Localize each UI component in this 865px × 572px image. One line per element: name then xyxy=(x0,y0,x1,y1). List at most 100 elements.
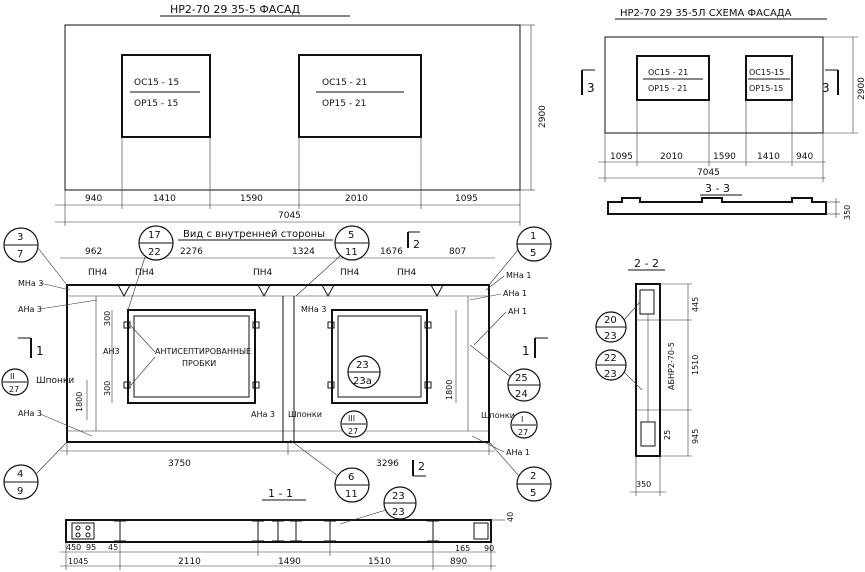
interior-cut-marker-bottom: 2 xyxy=(418,460,425,473)
facade-dim-2: 1410 xyxy=(153,194,176,204)
interior-top-dim-4: 1676 xyxy=(380,247,403,257)
scheme-dim-3: 1590 xyxy=(713,152,736,162)
facade-dim-5: 1095 xyxy=(455,194,478,204)
interior-right-dim: 1800 xyxy=(445,380,454,400)
facade-height-dim: 2900 xyxy=(538,105,548,128)
facade-window-right-line2: ОР15 - 21 xyxy=(322,99,366,109)
interior-window-right xyxy=(331,309,428,404)
interior-top-dim-3: 1324 xyxy=(292,247,315,257)
callout-5-11-bottom: 11 xyxy=(345,247,358,258)
section11-dim-1: 2110 xyxy=(178,557,201,567)
interior-label-ana1-bottom: АНа 1 xyxy=(506,448,530,457)
callout-3-7-top: 3 xyxy=(17,232,23,243)
section11-dim-3: 1510 xyxy=(368,557,391,567)
interior-label-an1: АН 1 xyxy=(508,307,527,316)
scheme-marker-right: 3 xyxy=(822,81,830,95)
interior-pn-5: ПН4 xyxy=(397,268,417,278)
callout-1-5-bottom: 5 xyxy=(530,248,536,259)
callout-3-7: 3 7 xyxy=(3,227,68,286)
section11-right-dim-1: 165 xyxy=(455,544,470,553)
roman-mid-den: 27 xyxy=(348,427,358,436)
callout-22-23: 22 23 xyxy=(595,349,643,391)
section22-label: АБНР2-70-5 xyxy=(667,342,676,390)
callout-4-9-top: 4 xyxy=(17,469,23,480)
callout-20-23-top: 20 xyxy=(604,315,617,326)
scheme-view: НР2-70 29 35-5Л СХЕМА ФАСАДА ОС15 - 21 О… xyxy=(581,8,865,182)
callout-25-24-top: 25 xyxy=(515,373,528,384)
scheme-window-right-line1: ОС15-15 xyxy=(749,68,784,77)
section11-right-dim-2: 90 xyxy=(484,544,494,553)
section22-profile xyxy=(635,283,661,457)
roman-callout-left: II 27 xyxy=(1,368,29,396)
scheme-height-dim: 2900 xyxy=(857,77,865,100)
interior-label-mna3-left: МНа 3 xyxy=(18,279,43,288)
interior-label-mna3-mid: МНа 3 xyxy=(301,305,326,314)
callout-3-7-bottom: 7 xyxy=(17,249,23,260)
interior-pn-3: ПН4 xyxy=(253,268,273,278)
callout-17-22-bottom: 22 xyxy=(148,247,161,258)
interior-left-dim-1: 300 xyxy=(103,311,112,326)
interior-cut-marker-top: 2 xyxy=(413,238,420,251)
scheme-dim-5: 940 xyxy=(796,152,813,162)
section11-dim-40: 40 xyxy=(506,512,515,522)
scheme-window-right-line2: ОР15-15 xyxy=(749,84,783,93)
section11-left-dim-3: 45 xyxy=(108,543,118,552)
section22-bottom-dim: 350 xyxy=(636,480,651,489)
callout-22-23-bottom: 23 xyxy=(604,369,617,380)
callout-6-11-bottom: 11 xyxy=(345,489,358,500)
callout-section11-23-23: 23 23 xyxy=(339,486,417,525)
callout-17-22-top: 17 xyxy=(148,230,161,241)
interior-label-ana3-left-bottom: АНа 3 xyxy=(18,409,42,418)
scheme-dim-4: 1410 xyxy=(757,152,780,162)
callout-2-5-top: 2 xyxy=(530,471,536,482)
roman-callout-right: I 27 xyxy=(510,411,538,439)
interior-bottom-dim-2: 3296 xyxy=(376,459,399,469)
section22-title: 2 - 2 xyxy=(634,257,659,270)
interior-cut-marker-left: 1 xyxy=(36,344,44,358)
scheme-dim-1: 1095 xyxy=(610,152,633,162)
callout-6-11: 6 11 xyxy=(289,439,370,503)
interior-top-dim-5: 807 xyxy=(449,247,466,257)
callout-25-24-bottom: 24 xyxy=(515,389,528,400)
section11-left-dim-2: 95 xyxy=(86,543,96,552)
section22-dim-2: 1510 xyxy=(691,355,700,375)
callout-1-5-top: 1 xyxy=(530,231,536,242)
callout-4-9: 4 9 xyxy=(3,441,68,500)
interior-pn-4: ПН4 xyxy=(340,268,360,278)
section11-callout-bottom: 23 xyxy=(392,507,405,518)
section33-title: 3 - 3 xyxy=(705,182,730,195)
roman-callout-mid: III 27 xyxy=(340,410,368,438)
interior-label-an3: АН3 xyxy=(103,347,120,356)
scheme-dim-2: 2010 xyxy=(660,152,683,162)
interior-left-dim-2: 1800 xyxy=(75,392,84,412)
section33-dim: 350 xyxy=(843,205,852,220)
interior-pn-1: ПН4 xyxy=(88,268,108,278)
interior-view: Вид с внутренней стороны 2 2 962 2276 13… xyxy=(1,225,552,503)
callout-17-22: 17 22 xyxy=(127,225,174,311)
section11-dim-2: 1490 xyxy=(278,557,301,567)
interior-label-shponki-right: Шпонки xyxy=(481,411,515,420)
interior-label-ana3-mid: АНа 3 xyxy=(251,410,275,419)
scheme-window-right xyxy=(745,55,793,101)
facade-dim-1: 940 xyxy=(85,194,102,204)
section11-profile xyxy=(65,519,492,543)
section-1-1: 1 - 1 23 23 40 450 95 45 xyxy=(60,486,515,570)
section11-title: 1 - 1 xyxy=(268,487,293,500)
interior-title: Вид с внутренней стороны xyxy=(183,229,325,240)
section22-dim-3: 945 xyxy=(691,429,700,444)
roman-right-num: I xyxy=(521,415,523,424)
interior-pn-2: ПН4 xyxy=(135,268,155,278)
scheme-total-dim: 7045 xyxy=(697,168,720,178)
section22-dim-1: 445 xyxy=(691,297,700,312)
callout-2-5-bottom: 5 xyxy=(530,488,536,499)
callout-5-11-top: 5 xyxy=(348,230,354,241)
callout-23-23a-bottom: 23а xyxy=(353,376,372,387)
facade-dim-3: 1590 xyxy=(240,194,263,204)
scheme-window-left-line2: ОР15 - 21 xyxy=(648,84,687,93)
roman-right-den: 27 xyxy=(518,428,528,437)
section11-dim-4: 890 xyxy=(450,557,467,567)
callout-5-11: 5 11 xyxy=(295,225,370,297)
callout-25-24: 25 24 xyxy=(469,344,541,402)
interior-top-dim-1: 962 xyxy=(85,247,102,257)
